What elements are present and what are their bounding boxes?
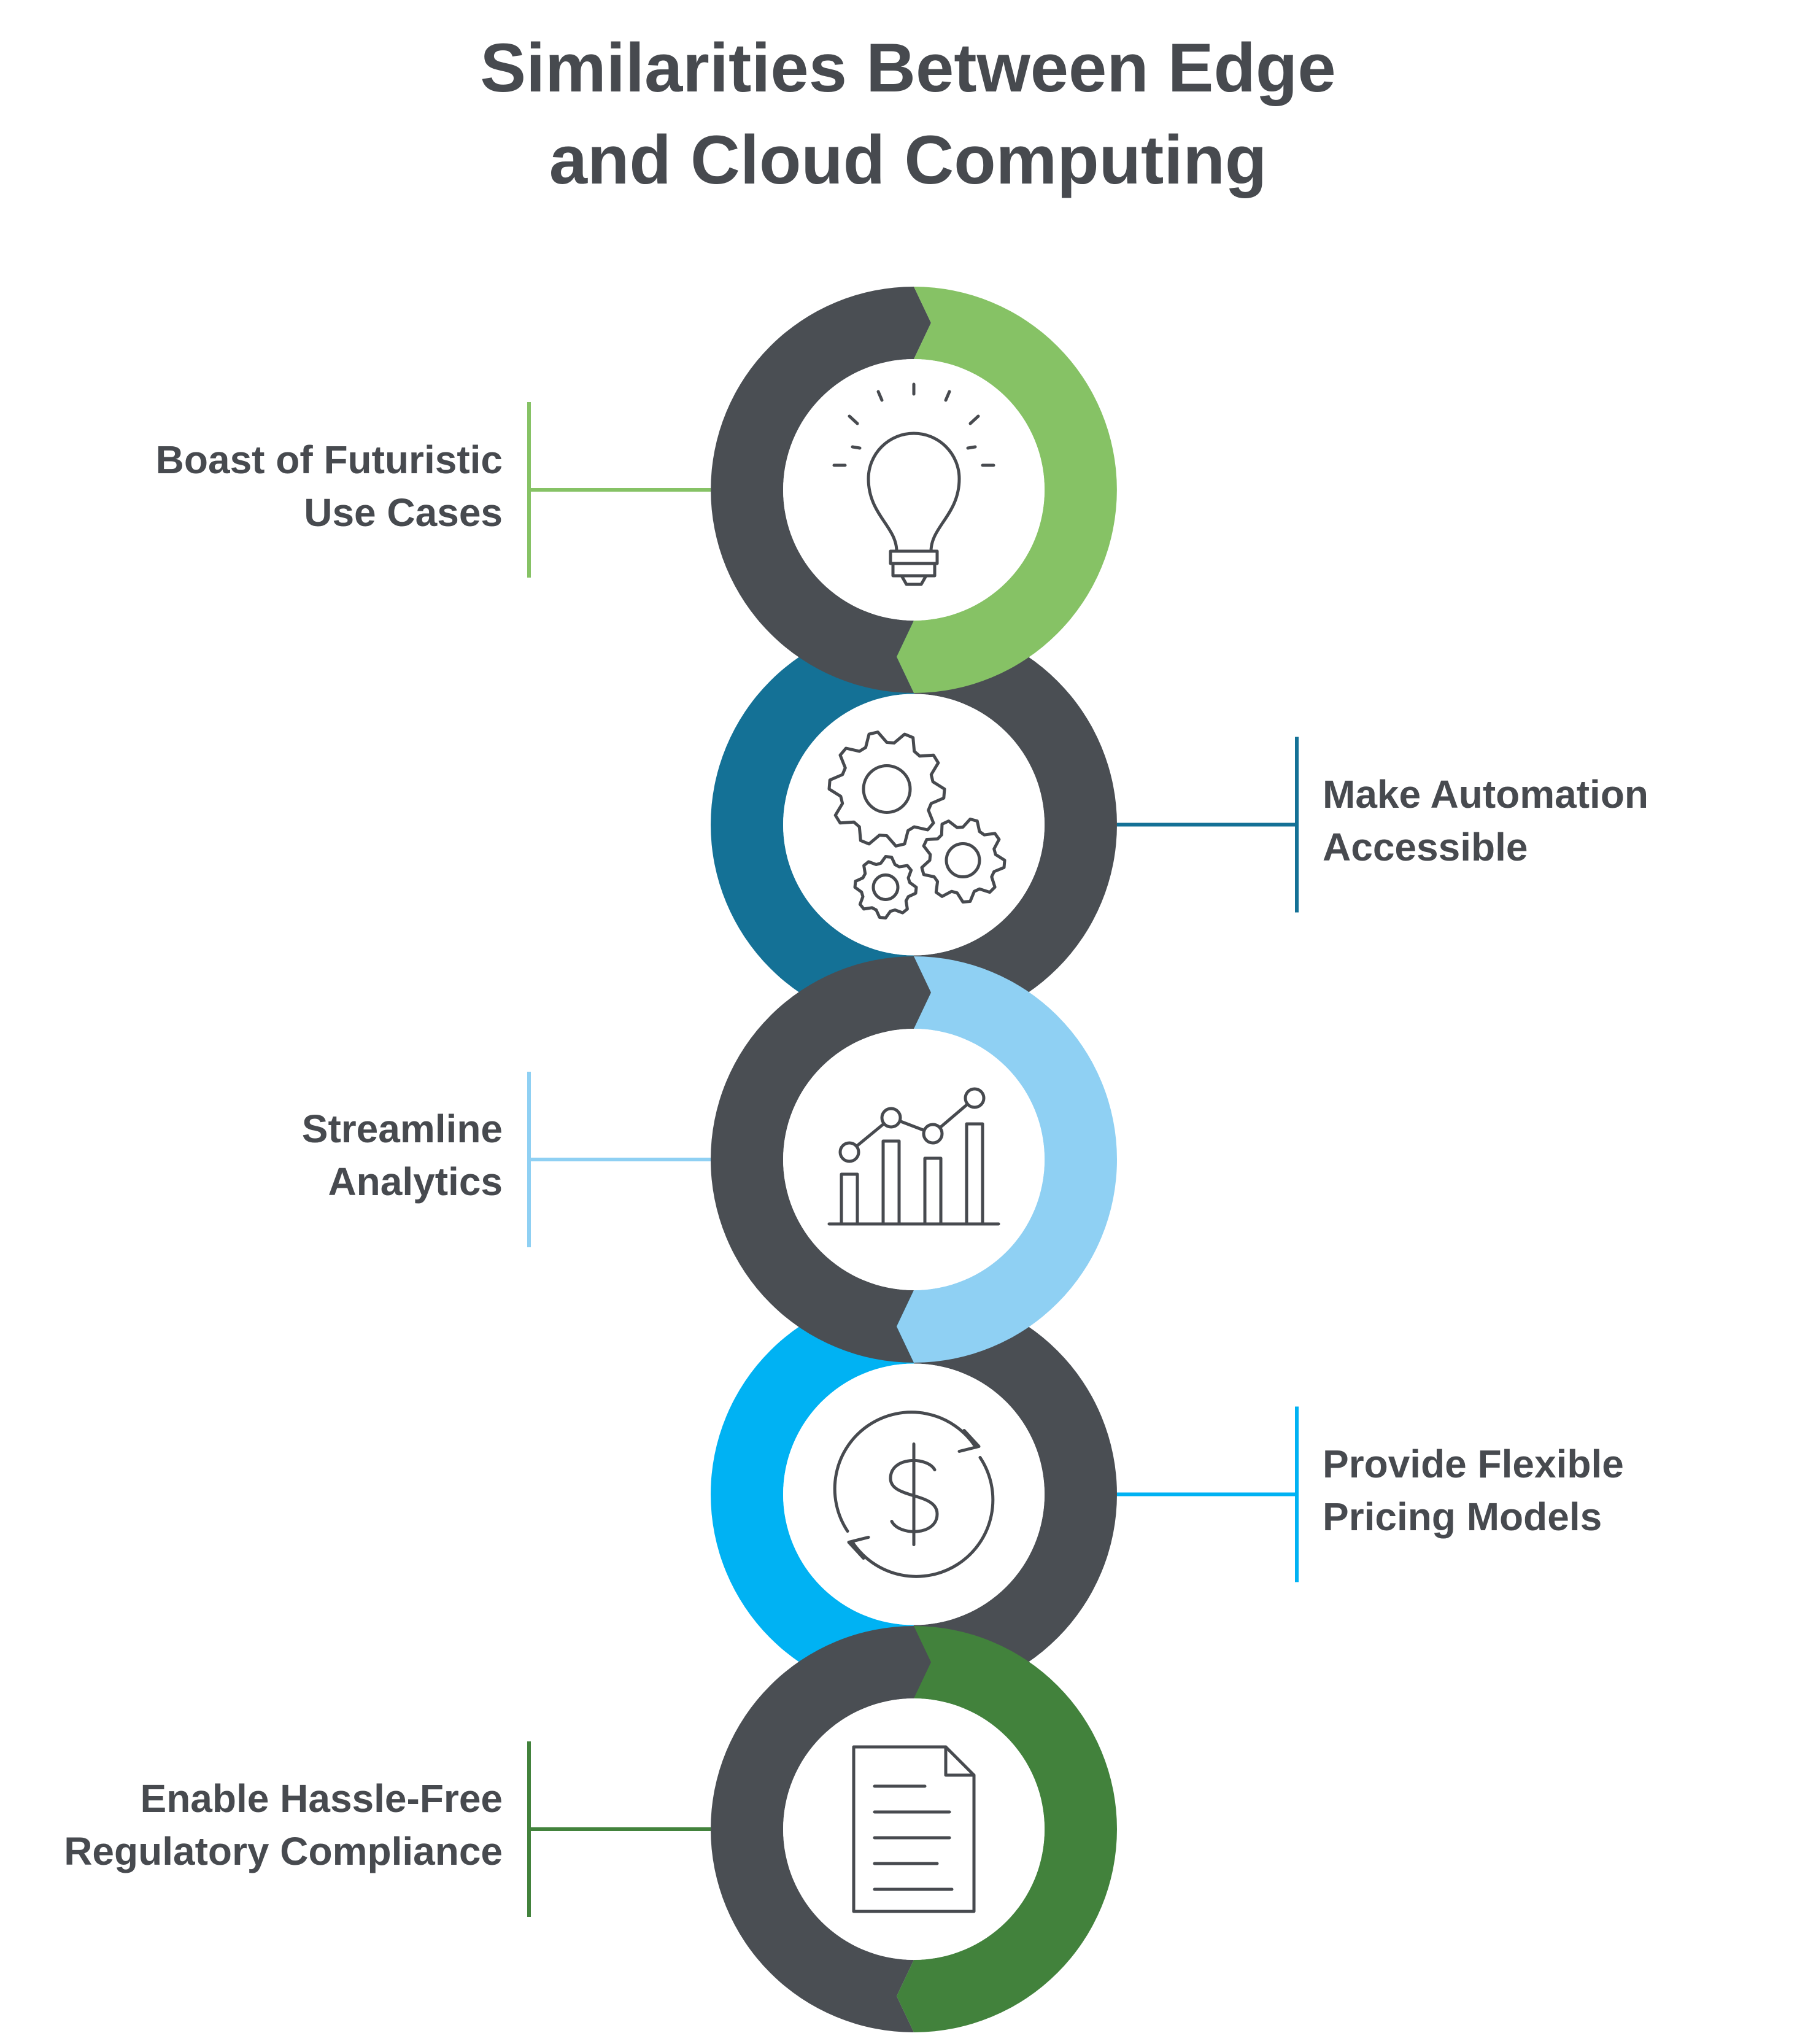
bulb-ray bbox=[944, 390, 951, 402]
ring-dark-half bbox=[897, 1291, 1117, 1698]
gear-small-hub bbox=[871, 873, 900, 901]
ring-2 bbox=[711, 621, 1117, 1028]
bulb-screw bbox=[889, 549, 939, 586]
gear-large bbox=[827, 730, 946, 848]
ring-accent-half bbox=[711, 621, 931, 1028]
label-streamline-analytics: Streamline Analytics bbox=[302, 1102, 503, 1208]
document-page bbox=[852, 1745, 976, 1913]
ring-dark-half bbox=[711, 956, 931, 1363]
center-disc-1 bbox=[772, 348, 1056, 632]
document-icon bbox=[852, 1745, 976, 1913]
document-fold bbox=[944, 1745, 976, 1777]
ring-dark-half bbox=[711, 1626, 931, 2032]
label-futuristic-use-cases: Boast of Futuristic Use Cases bbox=[156, 433, 503, 539]
center-fill bbox=[783, 1029, 1045, 1290]
gears-icon bbox=[827, 730, 1007, 919]
connector-1 bbox=[527, 402, 711, 578]
label-line-1: Streamline bbox=[301, 1107, 503, 1151]
center-fill bbox=[783, 1698, 1045, 1960]
center-fill bbox=[783, 359, 1045, 621]
center-layer bbox=[772, 348, 1056, 1971]
ring-accent-half bbox=[897, 287, 1117, 693]
chart-point-4 bbox=[964, 1087, 986, 1109]
ring-4 bbox=[711, 1291, 1117, 1698]
label-regulatory-compliance: Enable Hassle-Free Regulatory Compliance bbox=[64, 1772, 503, 1878]
gear-small-teeth bbox=[853, 855, 918, 919]
label-line-2: Regulatory Compliance bbox=[64, 1829, 503, 1873]
label-line-1: Make Automation bbox=[1323, 772, 1648, 816]
connector-layer bbox=[527, 402, 1299, 1917]
connector-5 bbox=[527, 1741, 711, 1917]
ring-accent-half bbox=[711, 1291, 931, 1698]
bulb-glass bbox=[867, 432, 961, 553]
label-line-2: Analytics bbox=[328, 1159, 503, 1204]
dollar-cycle-icon bbox=[833, 1411, 995, 1578]
chart-point-1 bbox=[838, 1141, 860, 1163]
label-line-1: Enable Hassle-Free bbox=[140, 1776, 503, 1821]
gear-large-hub bbox=[862, 764, 912, 814]
bulb-ray bbox=[968, 414, 980, 425]
lightbulb-icon bbox=[832, 382, 995, 586]
center-disc-3 bbox=[772, 1018, 1056, 1301]
rings-front-layer bbox=[711, 287, 1117, 2032]
gear-small bbox=[853, 855, 918, 919]
connector-4 bbox=[1117, 1406, 1299, 1582]
rings-back-layer bbox=[711, 621, 1117, 1698]
connector-2 bbox=[1117, 737, 1299, 913]
cycle-arrow-top bbox=[957, 1429, 981, 1453]
gear-large-teeth bbox=[827, 730, 946, 848]
chart-bar-1 bbox=[840, 1172, 859, 1226]
bar-chart-icon bbox=[827, 1087, 1000, 1226]
label-line-2: Use Cases bbox=[304, 490, 503, 535]
title-line-1: Similarities Between Edge bbox=[480, 29, 1336, 106]
cycle-arrow-bottom bbox=[847, 1536, 870, 1560]
ring-dark-half bbox=[711, 287, 931, 693]
center-fill bbox=[783, 694, 1045, 956]
page-title: Similarities Between Edge and Cloud Comp… bbox=[0, 22, 1816, 206]
chart-bar-4 bbox=[965, 1122, 984, 1226]
connector-3 bbox=[527, 1072, 711, 1247]
ring-accent-half bbox=[897, 1626, 1117, 2032]
center-disc-2 bbox=[772, 683, 1056, 967]
gear-medium-hub bbox=[945, 842, 981, 878]
cycle-arc-top bbox=[833, 1411, 977, 1533]
label-line-1: Boast of Futuristic bbox=[155, 438, 503, 482]
label-line-1: Provide Flexible bbox=[1323, 1442, 1624, 1486]
gear-medium-teeth bbox=[920, 818, 1007, 904]
label-flexible-pricing: Provide Flexible Pricing Models bbox=[1323, 1438, 1624, 1543]
ring-dark-half bbox=[897, 621, 1117, 1028]
label-automation-accessible: Make Automation Accessible bbox=[1323, 768, 1648, 873]
bulb-ray bbox=[848, 414, 859, 425]
ring-5 bbox=[711, 1626, 1117, 2032]
ring-1 bbox=[711, 287, 1117, 693]
label-line-2: Accessible bbox=[1323, 825, 1528, 869]
chart-bar-2 bbox=[881, 1139, 901, 1226]
chart-point-3 bbox=[922, 1123, 944, 1145]
bulb-ray bbox=[876, 390, 884, 402]
center-disc-5 bbox=[772, 1687, 1056, 1971]
chart-point-2 bbox=[880, 1107, 902, 1129]
bulb-ray bbox=[851, 445, 862, 450]
title-line-2: and Cloud Computing bbox=[549, 122, 1267, 198]
ring-accent-half bbox=[897, 956, 1117, 1363]
chart-bar-3 bbox=[923, 1156, 943, 1226]
gear-medium bbox=[920, 818, 1007, 904]
ring-3 bbox=[711, 956, 1117, 1363]
chart-trend-line bbox=[848, 1096, 976, 1154]
cycle-arc-bottom bbox=[851, 1456, 995, 1578]
label-line-2: Pricing Models bbox=[1323, 1495, 1602, 1539]
bulb-ray bbox=[966, 445, 977, 450]
